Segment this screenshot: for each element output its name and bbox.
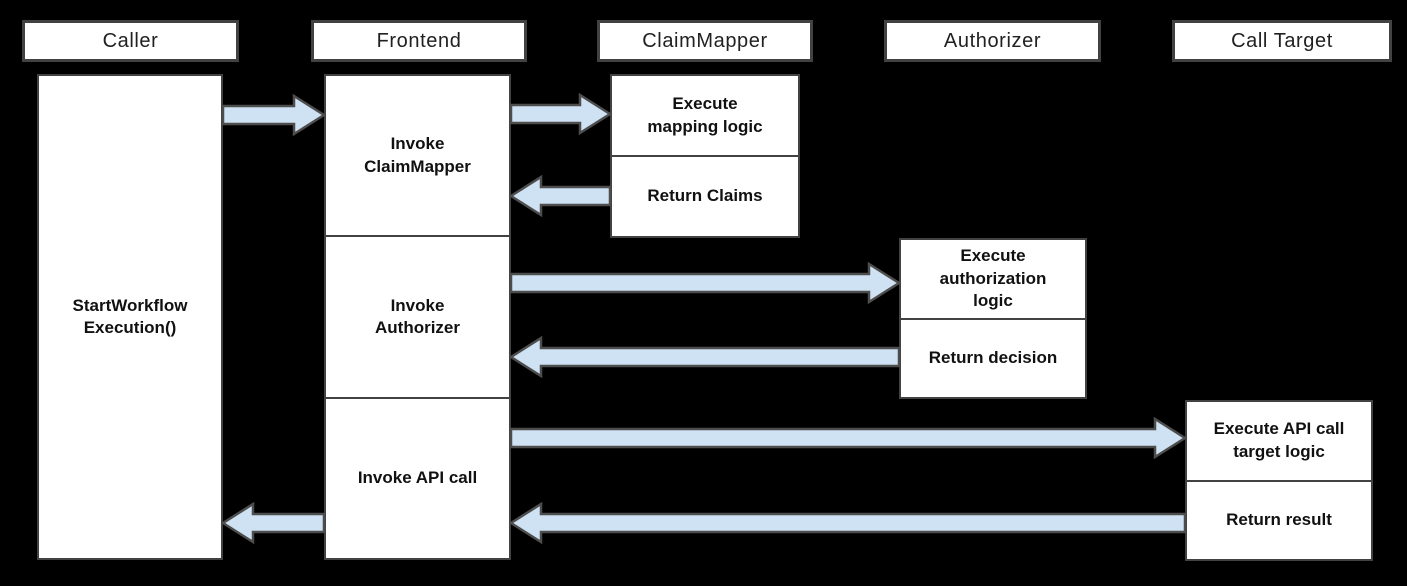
actor-label: ClaimMapper [642, 29, 768, 52]
step-return-decision: Return decision [901, 317, 1085, 398]
step-execute-authorization-logic: Execute authorization logic [939, 246, 1047, 310]
arrow-claimmapper-to-frontend [508, 174, 612, 218]
activation-authorizer: Execute authorization logic Return decis… [899, 238, 1087, 399]
activation-frontend: Invoke ClaimMapper Invoke Authorizer Inv… [324, 74, 511, 560]
step-return-result: Return result [1187, 479, 1371, 560]
arrow-frontend-to-claimmapper [509, 92, 613, 136]
actor-label: Call Target [1231, 29, 1333, 52]
activation-calltarget: Execute API call target logic Return res… [1185, 400, 1373, 561]
arrow-frontend-to-caller [220, 501, 326, 545]
step-invoke-authorizer: Invoke Authorizer [326, 235, 509, 396]
arrow-authorizer-to-frontend [508, 335, 901, 379]
step-return-claims: Return Claims [612, 155, 798, 236]
arrow-frontend-to-authorizer [509, 261, 902, 305]
actor-label: Frontend [376, 29, 462, 52]
step-invoke-api-call: Invoke API call [326, 396, 509, 558]
actor-header-claimmapper: ClaimMapper [597, 20, 813, 62]
step-invoke-claimmapper: Invoke ClaimMapper [364, 134, 471, 176]
arrow-caller-to-frontend [221, 93, 327, 137]
arrow-frontend-to-calltarget [509, 416, 1188, 460]
step-execute-mapping-logic: Execute mapping logic [647, 94, 763, 136]
actor-header-authorizer: Authorizer [884, 20, 1101, 62]
arrow-calltarget-to-frontend [508, 501, 1187, 545]
activation-claimmapper: Execute mapping logic Return Claims [610, 74, 800, 238]
actor-header-caller: Caller [22, 20, 239, 62]
step-execute-api-call-target-logic: Execute API call target logic [1213, 419, 1345, 461]
actor-label: Caller [102, 29, 159, 52]
actor-header-calltarget: Call Target [1172, 20, 1392, 62]
actor-label: Authorizer [943, 29, 1042, 52]
step-startworkflowexecution: StartWorkflow Execution() [72, 295, 188, 337]
actor-header-frontend: Frontend [311, 20, 527, 62]
activation-caller: StartWorkflow Execution() [37, 74, 223, 560]
